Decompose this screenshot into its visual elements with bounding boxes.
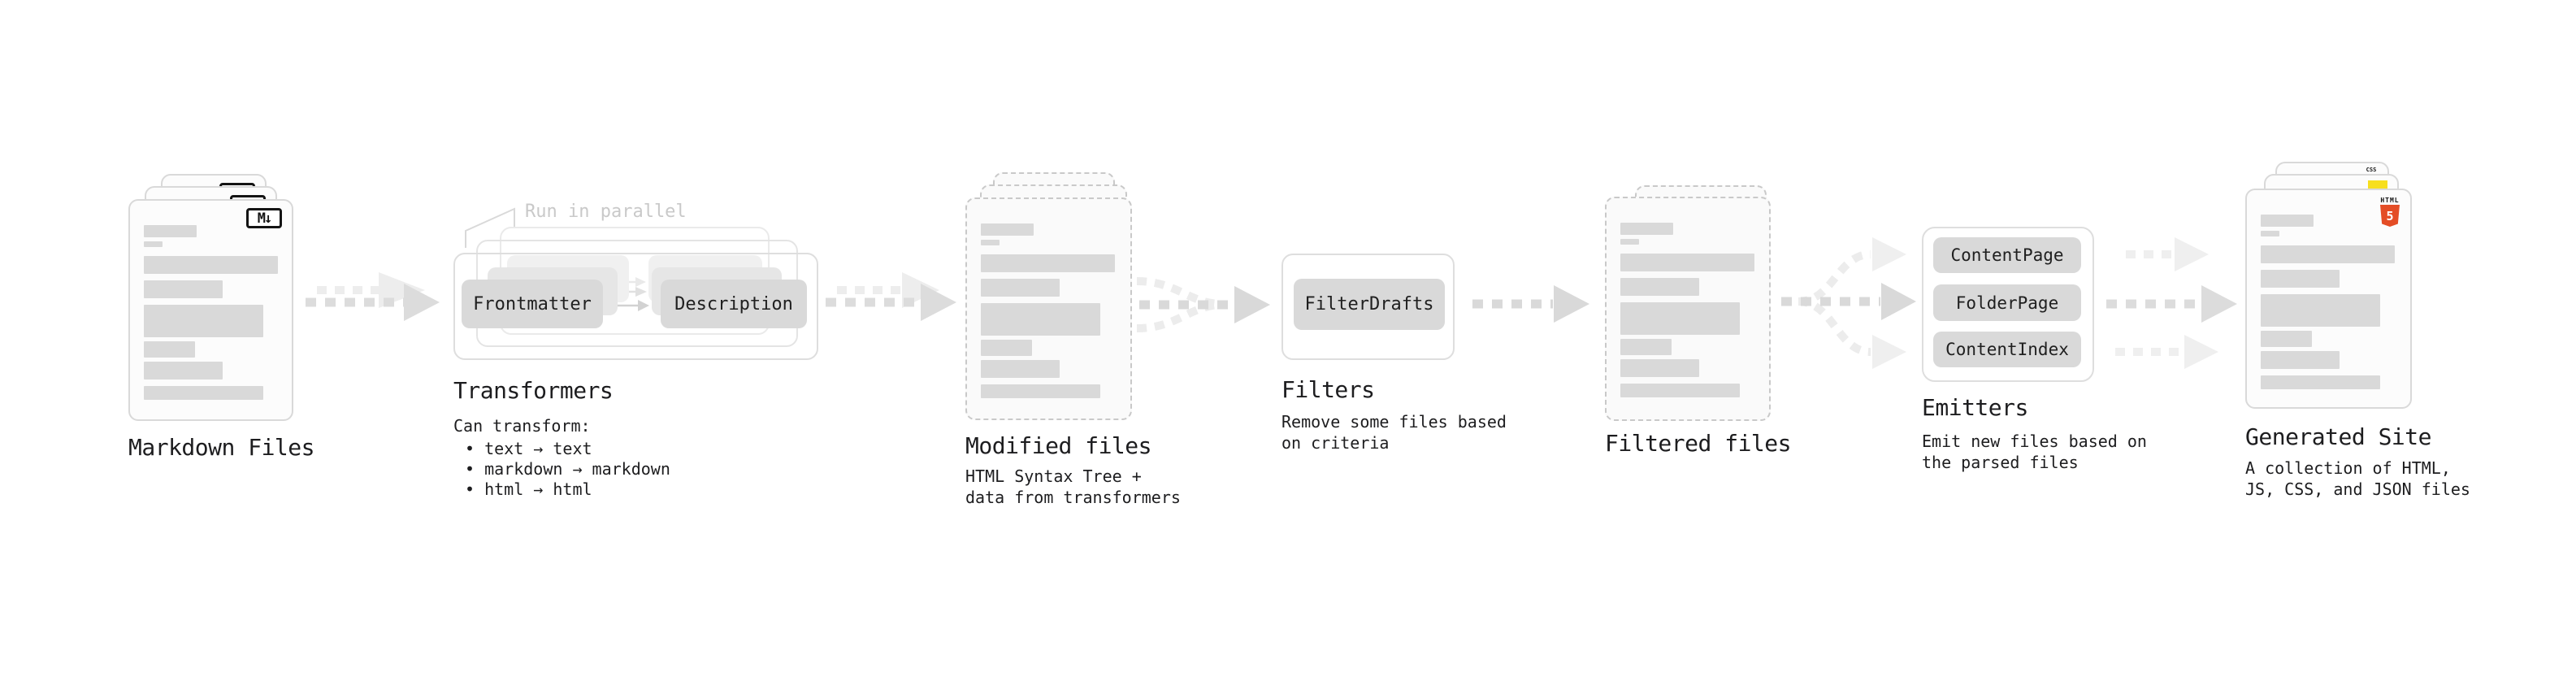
html-file-card-front: HTML 5 <box>2245 189 2412 409</box>
text-line-bar <box>981 340 1032 356</box>
transform-bullet: • markdown → markdown <box>465 459 670 479</box>
text-line-bar <box>981 223 1034 236</box>
text-line-bar <box>2261 245 2395 263</box>
text-line-bar <box>2261 270 2340 288</box>
text-line-bar <box>981 254 1115 272</box>
text-line-bar <box>1620 278 1699 296</box>
text-placeholder-bars <box>2247 190 2410 407</box>
text-line-bar <box>981 360 1060 378</box>
filters-label: Filters <box>1281 376 1375 403</box>
html5-icon: HTML 5 <box>2379 197 2400 227</box>
modified-files-label: Modified files <box>965 432 1152 459</box>
text-line-bar <box>144 256 278 274</box>
transformer-frame-front <box>453 253 818 360</box>
contentindex-node: ContentIndex <box>1933 332 2081 367</box>
modified-files-description: HTML Syntax Tree + data from transformer… <box>965 466 1181 507</box>
emitters-label: Emitters <box>1922 394 2028 421</box>
description-node: Description <box>661 280 807 328</box>
generated-site-label: Generated Site <box>2245 423 2432 450</box>
markdown-icon: M↓ <box>246 208 282 228</box>
text-line-bar <box>1620 384 1740 397</box>
filters-description: Remove some files based on criteria <box>1281 412 1507 453</box>
text-line-bar <box>1620 223 1673 235</box>
text-line-bar <box>981 303 1100 336</box>
text-line-bar <box>2261 294 2380 327</box>
html5-icon-word: HTML <box>2380 197 2400 204</box>
text-line-bar <box>144 341 195 358</box>
text-line-bar <box>1620 239 1639 245</box>
text-line-bar <box>1620 359 1699 377</box>
text-line-bar <box>2261 351 2340 369</box>
text-line-bar <box>2261 331 2312 347</box>
folderpage-node: FolderPage <box>1933 284 2081 321</box>
text-line-bar <box>144 280 223 298</box>
text-line-bar <box>144 225 197 237</box>
text-line-bar <box>981 279 1060 297</box>
arrow-modified-to-filters <box>1136 277 1270 332</box>
arrows-emitters-to-generated <box>2106 237 2237 369</box>
transform-bullet: • text → text <box>465 439 592 458</box>
arrow-filters-to-filtered <box>1472 285 1589 323</box>
markdown-files-label: Markdown Files <box>128 434 315 461</box>
css-icon-word: CSS <box>2366 167 2377 173</box>
text-line-bar <box>144 241 163 247</box>
text-line-bar <box>2261 215 2314 227</box>
transform-bullet: • html → html <box>465 479 592 499</box>
markdown-file-card-front: M↓ <box>128 199 293 421</box>
text-line-bar <box>144 362 223 380</box>
text-line-bar <box>2261 375 2380 389</box>
text-line-bar <box>144 386 263 400</box>
filtered-files-label: Filtered files <box>1605 430 1792 457</box>
text-line-bar <box>1620 254 1754 271</box>
text-line-bar <box>2261 231 2279 236</box>
html5-icon-shield: 5 <box>2380 205 2400 227</box>
text-placeholder-bars <box>130 201 292 419</box>
text-placeholder-bars <box>967 199 1130 419</box>
filterdrafts-node: FilterDrafts <box>1294 279 1445 330</box>
generated-site-description: A collection of HTML, JS, CSS, and JSON … <box>2245 458 2470 499</box>
can-transform-title: Can transform: <box>453 416 591 436</box>
text-line-bar <box>1620 339 1672 355</box>
emitters-description: Emit new files based on the parsed files <box>1922 432 2147 472</box>
text-placeholder-bars <box>1607 198 1769 419</box>
arrow-filtered-to-emitters <box>1781 237 1916 369</box>
modified-file-card-front <box>965 197 1132 420</box>
text-line-bar <box>981 384 1100 398</box>
transformers-label: Transformers <box>453 377 614 404</box>
html5-icon-numeral: 5 <box>2386 208 2394 223</box>
text-line-bar <box>144 305 263 337</box>
arrow-markdown-to-transformers <box>306 272 440 321</box>
text-line-bar <box>981 240 1000 245</box>
run-in-parallel-annotation: Run in parallel <box>525 202 687 222</box>
filtered-file-card-front <box>1605 197 1771 421</box>
arrow-transformers-to-modified <box>826 272 956 321</box>
transform-bullet-list: • text → text • markdown → markdown • ht… <box>465 439 670 500</box>
contentpage-node: ContentPage <box>1933 237 2081 273</box>
frontmatter-node: Frontmatter <box>462 280 603 328</box>
text-line-bar <box>1620 302 1740 335</box>
